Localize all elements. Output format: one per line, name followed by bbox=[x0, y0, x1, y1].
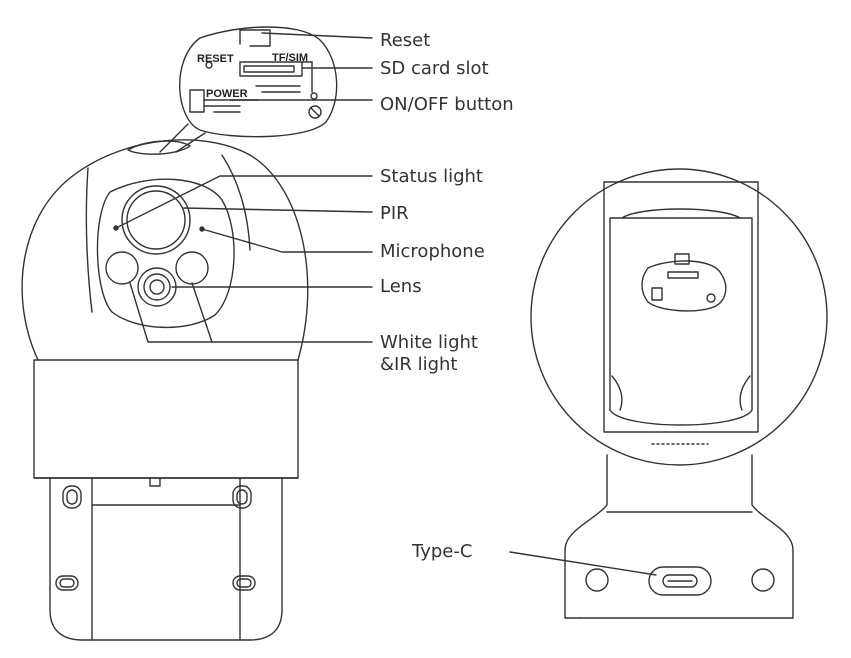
callout-lens: Lens bbox=[380, 276, 422, 297]
leader-pir bbox=[183, 207, 373, 213]
back-camera bbox=[530, 168, 828, 619]
lens-mid bbox=[143, 273, 171, 301]
camera-bracket bbox=[49, 477, 283, 641]
camera-head-inner-arc bbox=[85, 167, 93, 313]
zoom-panel-outline bbox=[179, 26, 338, 138]
left-screw bbox=[585, 568, 609, 592]
camera-head-inner-arc-right bbox=[221, 154, 251, 251]
leader-status bbox=[115, 175, 373, 229]
pir-sensor-inner bbox=[126, 190, 186, 250]
leader-type-c bbox=[509, 551, 657, 576]
front-camera bbox=[21, 139, 309, 641]
reset-marking: RESET bbox=[197, 53, 234, 65]
leader-white-light bbox=[129, 282, 373, 343]
back-neck bbox=[564, 454, 794, 619]
face-plate bbox=[96, 178, 235, 329]
leader-lines bbox=[115, 32, 657, 576]
reset-hole bbox=[205, 61, 213, 69]
leader-microphone bbox=[201, 228, 373, 253]
rear-port-panel bbox=[641, 260, 727, 312]
zoomed-port-panel bbox=[159, 26, 338, 153]
camera-base-band bbox=[33, 359, 299, 479]
white-light-right bbox=[175, 251, 209, 285]
reset-button bbox=[239, 29, 271, 47]
back-head-circle bbox=[530, 168, 828, 466]
type-c-port-inner bbox=[662, 574, 698, 588]
power-marking: POWER bbox=[206, 88, 248, 100]
callout-microphone: Microphone bbox=[380, 241, 485, 262]
back-panel bbox=[603, 181, 759, 433]
type-c-port-outer bbox=[648, 566, 712, 596]
head-top-slot bbox=[127, 140, 191, 155]
screw bbox=[308, 105, 322, 119]
callout-white-light: White light &IR light bbox=[380, 332, 478, 376]
tf-sim-marking: TF/SIM bbox=[272, 52, 308, 64]
power-switch bbox=[189, 89, 205, 113]
right-screw bbox=[751, 568, 775, 592]
callout-on-off-button: ON/OFF button bbox=[380, 94, 514, 115]
callout-white-light-line2: &IR light bbox=[380, 354, 458, 375]
callout-pir: PIR bbox=[380, 203, 409, 224]
callout-reset: Reset bbox=[380, 30, 431, 51]
callout-white-light-line1: White light bbox=[380, 332, 478, 353]
callout-type-c: Type-C bbox=[412, 541, 473, 562]
pir-sensor bbox=[121, 185, 191, 255]
lens-inner bbox=[149, 279, 165, 295]
leader-reset bbox=[261, 32, 373, 39]
sd-slot bbox=[239, 61, 303, 77]
callout-status-light: Status light bbox=[380, 166, 483, 187]
callout-sd-card-slot: SD card slot bbox=[380, 58, 489, 79]
white-light-left bbox=[105, 251, 139, 285]
